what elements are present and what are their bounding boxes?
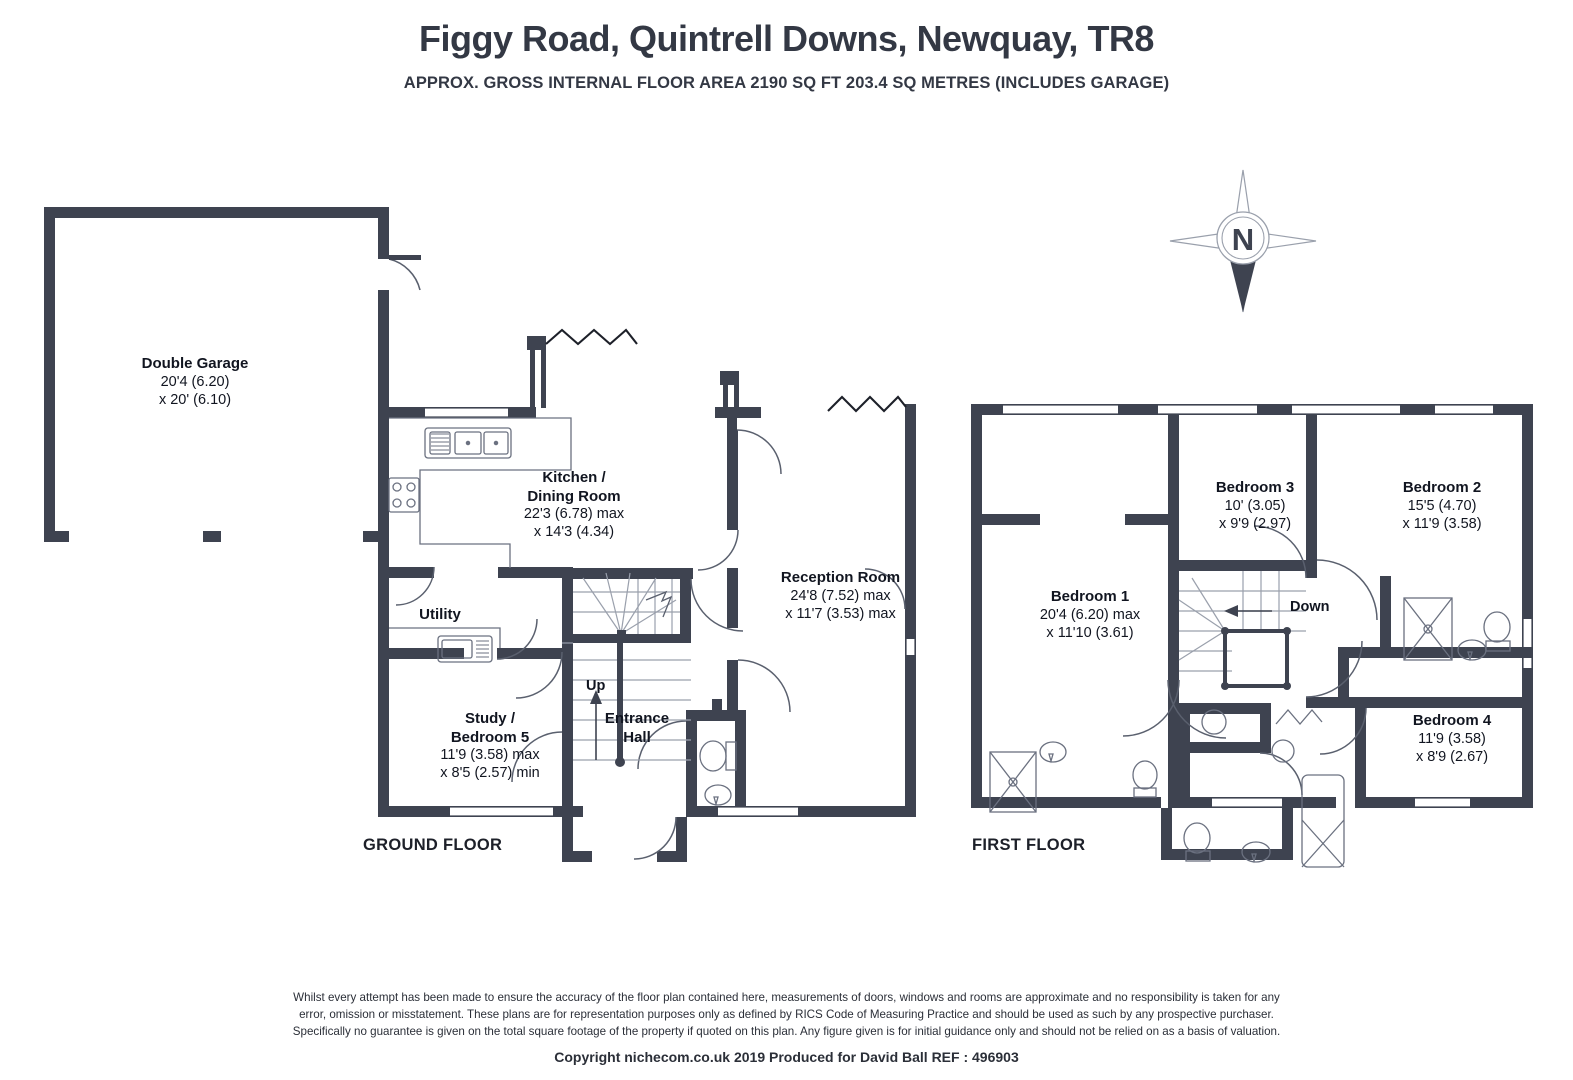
landing-fittings	[1271, 708, 1323, 763]
cloakroom-fixtures	[699, 740, 737, 807]
stairs-up-label: Up	[586, 678, 606, 694]
first-staircase	[1178, 571, 1306, 690]
zigzag-break-lines	[545, 328, 907, 413]
kitchen-fixtures	[388, 417, 572, 568]
room-label-entrance-hall: Entrance Hall	[604, 710, 670, 746]
room-label-bedroom-1: Bedroom 1 20'4 (6.20) max x 11'10 (3.61)	[1039, 588, 1141, 641]
bathroom-fixtures	[1183, 709, 1345, 868]
room-label-reception-room: Reception Room 24'8 (7.52) max x 11'7 (3…	[780, 569, 901, 622]
ground-staircase	[562, 572, 691, 767]
floor-label-ground: GROUND FLOOR	[363, 836, 503, 854]
first-floor-structure	[971, 404, 1533, 860]
ground-floor-structure	[378, 336, 916, 862]
page-title: Figgy Road, Quintrell Downs, Newquay, TR…	[419, 18, 1154, 59]
disclaimer-line-2: error, omission or misstatement. These p…	[299, 1007, 1274, 1021]
room-label-kitchen-dining: Kitchen / Dining Room 22'3 (6.78) max x …	[523, 469, 625, 541]
footer-copyright: Copyright nichecom.co.uk 2019 Produced f…	[0, 1049, 1573, 1065]
room-label-utility: Utility	[419, 606, 461, 623]
room-label-study-bedroom5: Study / Bedroom 5 11'9 (3.58) max x 8'5 …	[440, 710, 540, 782]
page-subtitle: APPROX. GROSS INTERNAL FLOOR AREA 2190 S…	[403, 74, 1170, 92]
stairs-down-label: Down	[1290, 599, 1330, 615]
disclaimer-line-3: Specifically no guarantee is given on th…	[292, 1024, 1281, 1038]
utility-fixtures	[389, 627, 501, 663]
walls-group	[44, 207, 1533, 862]
disclaimer-line-1: Whilst every attempt has been made to en…	[293, 991, 1280, 1004]
compass-rose: N	[1169, 169, 1317, 313]
door-swings-first	[1122, 525, 1378, 796]
bedroom1-ensuite-fixtures	[989, 741, 1158, 813]
ensuite-fixtures	[1403, 597, 1511, 662]
floor-label-first: FIRST FLOOR	[972, 836, 1086, 854]
footer-disclaimer: Whilst every attempt has been made to en…	[0, 990, 1573, 1040]
garage-door-leaf	[389, 255, 421, 260]
room-label-bedroom-2: Bedroom 2 15'5 (4.70) x 11'9 (3.58)	[1402, 479, 1482, 532]
compass-north-label: N	[1232, 222, 1254, 257]
room-label-bedroom-3: Bedroom 3 10' (3.05) x 9'9 (2.97)	[1215, 479, 1295, 532]
copyright-text: Copyright nichecom.co.uk 2019 Produced f…	[554, 1049, 1019, 1065]
room-label-bedroom-4: Bedroom 4 11'9 (3.58) x 8'9 (2.67)	[1412, 712, 1492, 765]
room-label-garage: Double Garage 20'4 (6.20) x 20' (6.10)	[141, 355, 249, 408]
garage-door-swing	[388, 258, 421, 291]
